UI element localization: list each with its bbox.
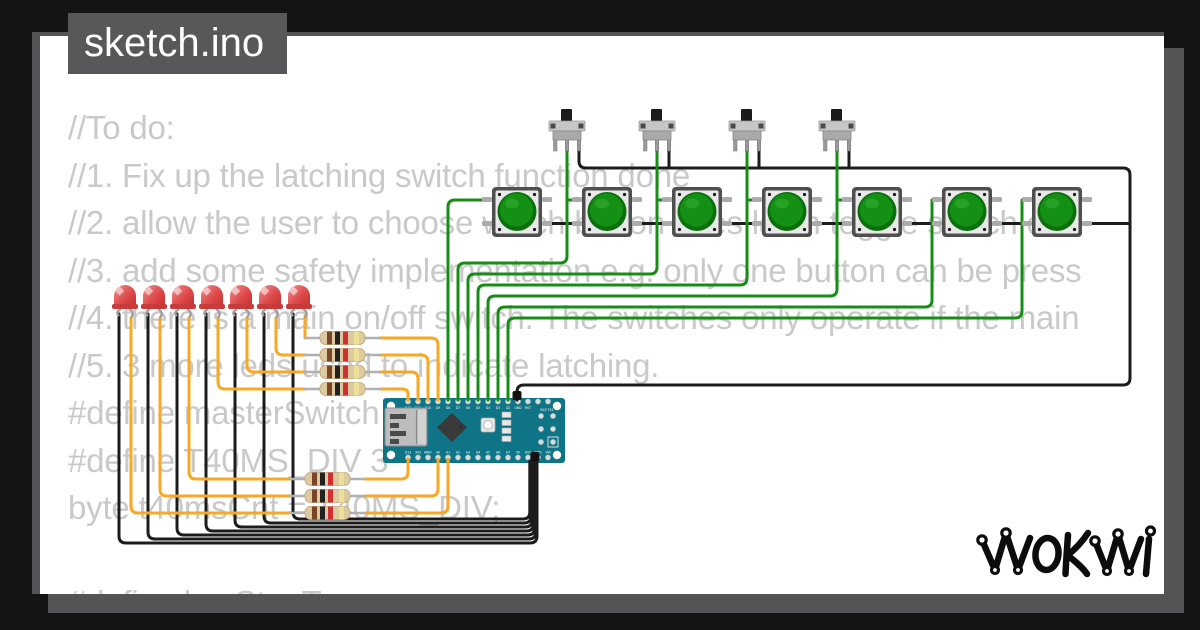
slide-switch[interactable] — [818, 109, 856, 152]
slide-switch[interactable] — [548, 109, 586, 152]
svg-text:VIN: VIN — [545, 451, 551, 455]
led — [286, 285, 312, 319]
led — [141, 285, 167, 319]
svg-text:A4: A4 — [476, 451, 480, 455]
resistor — [303, 348, 382, 362]
circuit-canvas: D12D11D10D9D8D7D6D5D4D3D2GNDRSTD133V3ARE… — [112, 109, 1157, 578]
svg-text:D6: D6 — [466, 406, 470, 410]
code-line: #define keyStopT — [68, 579, 1158, 594]
wokwi-logo — [976, 525, 1157, 578]
svg-text:A0: A0 — [436, 451, 440, 455]
svg-text:RST: RST — [525, 451, 531, 455]
resistor — [303, 331, 382, 345]
svg-text:5V: 5V — [516, 451, 521, 455]
code-line: //To do: — [68, 109, 175, 146]
slide-switch[interactable] — [728, 109, 766, 152]
svg-text:D5: D5 — [476, 406, 480, 410]
push-button[interactable] — [572, 187, 642, 237]
resistor — [288, 506, 367, 520]
file-tab-title: sketch.ino — [84, 21, 265, 65]
code-line: //1. Fix up the latching switch function… — [68, 156, 691, 194]
resistor — [288, 472, 367, 486]
svg-text:D13: D13 — [405, 451, 411, 455]
push-button[interactable] — [842, 187, 912, 237]
code-line: #define masterSwitch — [68, 394, 380, 431]
preview-panel: //To do: //1. Fix up the latching switch … — [32, 32, 1164, 594]
wires — [117, 146, 1132, 545]
slide-switch[interactable] — [638, 109, 676, 152]
push-button[interactable] — [752, 187, 822, 237]
svg-text:D7: D7 — [456, 406, 460, 410]
svg-text:A2: A2 — [456, 451, 460, 455]
resistor — [288, 489, 367, 503]
resistor — [303, 365, 382, 379]
led — [170, 285, 196, 319]
led — [228, 285, 254, 319]
code-line: //3. add some safety implementation e.g.… — [68, 251, 1082, 289]
arduino-board: D12D11D10D9D8D7D6D5D4D3D2GNDRSTD133V3ARE… — [383, 398, 565, 463]
push-button[interactable] — [932, 187, 1002, 237]
push-button[interactable] — [482, 187, 552, 237]
svg-text:GND: GND — [514, 406, 522, 410]
push-button[interactable] — [1022, 187, 1092, 237]
svg-text:A7: A7 — [506, 451, 510, 455]
svg-text:A5: A5 — [486, 451, 490, 455]
svg-text:RST: RST — [525, 406, 531, 410]
svg-text:3V3: 3V3 — [415, 451, 421, 455]
file-tab: sketch.ino — [68, 13, 287, 74]
svg-text:D3: D3 — [496, 406, 500, 410]
led — [199, 285, 225, 319]
resistor — [303, 382, 382, 396]
svg-text:D10: D10 — [425, 406, 431, 410]
led — [257, 285, 283, 319]
svg-text:D4: D4 — [486, 406, 490, 410]
svg-text:A3: A3 — [466, 451, 470, 455]
svg-text:A1: A1 — [446, 451, 450, 455]
code-line: //5. 3 more leds used to indicate latchi… — [68, 346, 660, 384]
svg-text:AREF: AREF — [424, 451, 432, 455]
led — [112, 285, 138, 319]
svg-text:A6: A6 — [496, 451, 500, 455]
svg-text:RX0 TX1: RX0 TX1 — [540, 408, 553, 412]
svg-text:D9: D9 — [436, 406, 440, 410]
svg-text:D8: D8 — [446, 406, 450, 410]
push-button[interactable] — [662, 187, 732, 237]
svg-text:D2: D2 — [506, 406, 510, 410]
